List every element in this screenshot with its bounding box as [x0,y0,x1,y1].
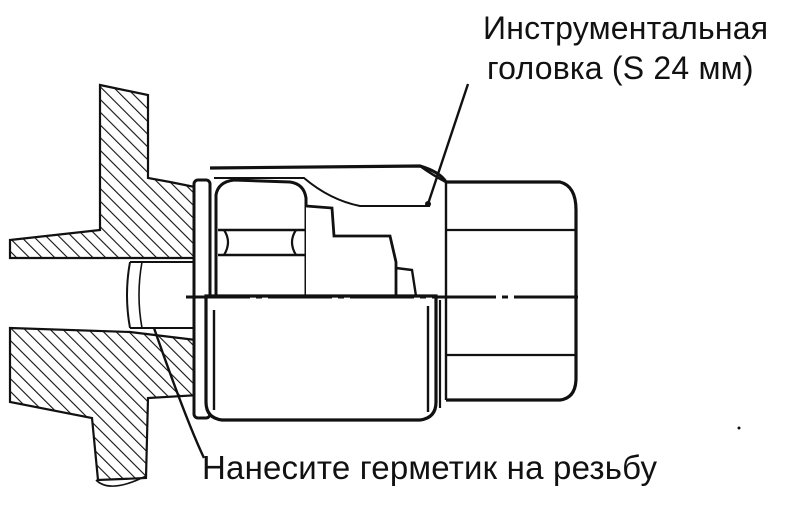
sleeve-outline [204,294,438,422]
bore-opening [126,261,131,329]
leader-lines [152,83,470,459]
housing-lower-edge [95,475,147,487]
socket-body-lower [446,296,578,402]
plug-hex-chamfer [223,229,230,256]
sealant-label: Нанесите герметик на резьбу [202,449,658,486]
socket-head [209,164,578,402]
housing-section [8,83,202,487]
housing-lower-wall [8,326,202,482]
socket-bevel [419,165,447,184]
plug-hex-head [214,178,308,298]
plug-hex-chamfer [290,229,297,256]
plug-shoulder [305,204,398,298]
plug-tip [395,266,418,297]
socket-label-line2: головка (S 24 мм) [487,50,754,86]
threaded-sleeve [204,294,442,422]
sealant-leader-line [152,327,206,459]
stray-dot [737,426,741,430]
housing-upper-wall [8,83,202,260]
socket-leader-line [426,83,470,205]
socket-body-upper [209,164,578,296]
socket-inner-line [214,177,430,207]
socket-leader-dot [425,201,431,207]
bore-opening-inner [138,261,143,329]
socket-label-line1: Инструментальная [483,10,769,46]
